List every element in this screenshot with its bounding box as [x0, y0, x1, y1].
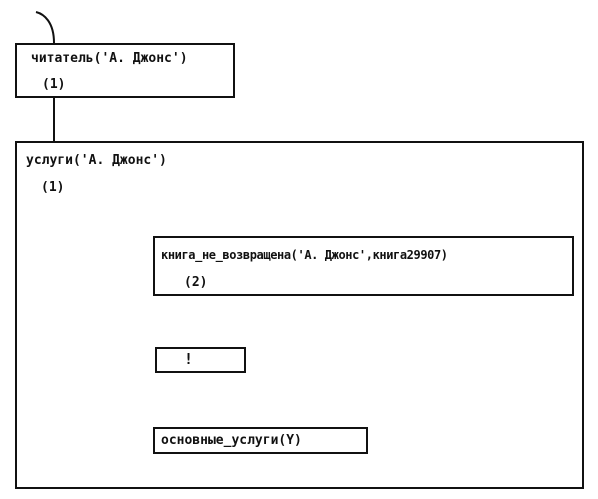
book-not-returned-goal-label: книга_не_возвращена('А. Джонс',книга2990… — [161, 248, 448, 262]
services-clause-number: (1) — [41, 180, 65, 195]
basic-services-goal-label: основные_услуги(Y) — [161, 433, 302, 448]
book-not-returned-goal-box: книга_не_возвращена('А. Джонс',книга2990… — [153, 236, 574, 296]
services-goal-label: услуги('А. Джонс') — [26, 153, 167, 168]
book-not-returned-clause-number: (2) — [184, 275, 208, 290]
reader-clause-number: (1) — [42, 77, 66, 92]
basic-services-goal-box: основные_услуги(Y) — [153, 427, 368, 454]
cut-goal-box: ! — [155, 347, 246, 373]
reader-goal-label: читатель('А. Джонс') — [31, 51, 188, 66]
entry-connector — [35, 11, 55, 44]
reader-goal-box: читатель('А. Джонс') (1) — [15, 43, 235, 98]
cut-symbol: ! — [184, 350, 194, 368]
